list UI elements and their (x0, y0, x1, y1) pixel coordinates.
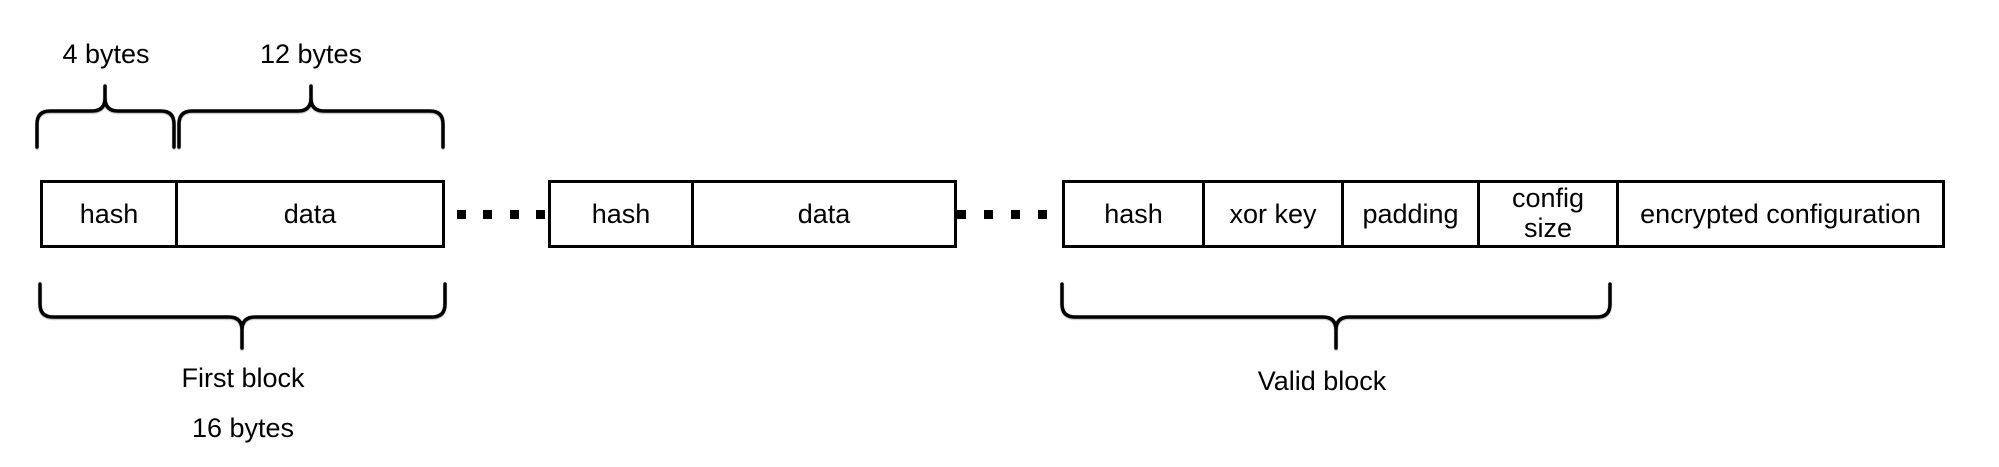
valid-block-padding-cell: padding (1341, 183, 1477, 245)
valid-block: hash xor key padding config size encrypt… (1062, 180, 1945, 248)
brace-4-bytes (35, 84, 176, 149)
first-block: hash data (40, 180, 445, 248)
valid-block-xor-key-cell: xor key (1202, 183, 1341, 245)
first-block-hash-cell: hash (43, 183, 175, 245)
ellipsis-dot (483, 210, 492, 219)
ellipsis-dot (984, 210, 993, 219)
middle-block-hash-cell: hash (551, 183, 691, 245)
ellipsis-dot (1038, 210, 1047, 219)
valid-block-label: Valid block (1257, 366, 1387, 396)
middle-block-data-cell: data (691, 183, 954, 245)
valid-block-encrypted-configuration-cell: encrypted configuration (1616, 183, 1942, 245)
ellipsis-dot (1011, 210, 1020, 219)
brace-12-bytes (177, 84, 445, 149)
valid-block-config-size-cell: config size (1477, 183, 1616, 245)
ellipsis-dot (536, 210, 545, 219)
ellipsis-dot (957, 210, 966, 219)
valid-block-hash-cell: hash (1065, 183, 1202, 245)
first-block-size-label: 16 bytes (191, 413, 295, 443)
first-block-data-cell: data (175, 183, 442, 245)
ellipsis-dot (510, 210, 519, 219)
first-block-label: First block (181, 363, 305, 393)
middle-block: hash data (548, 180, 957, 248)
brace-first-block (38, 282, 447, 350)
twelve-bytes-label: 12 bytes (259, 39, 363, 69)
four-bytes-label: 4 bytes (62, 39, 150, 69)
ellipsis-dot (457, 210, 466, 219)
brace-valid-block (1060, 282, 1612, 350)
